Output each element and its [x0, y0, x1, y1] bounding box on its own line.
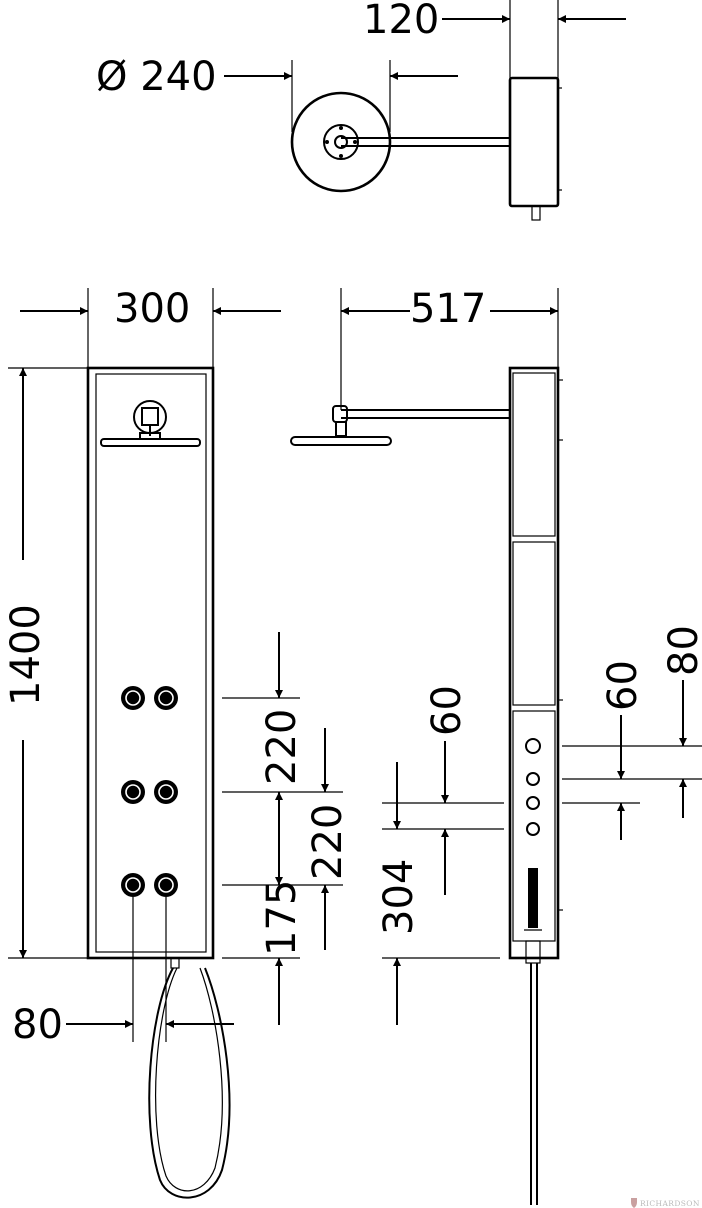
thermostat-controls	[525, 738, 541, 836]
watermark: RICHARDSON	[631, 1198, 700, 1208]
panel-top-view	[508, 76, 560, 208]
dim-hose-offset: 80	[12, 1002, 63, 1048]
dim-control-height: 304	[376, 859, 422, 935]
shower-head-side	[290, 436, 392, 446]
front-view: 300 1400 220 220 175 80	[3, 286, 351, 1199]
dim-head-diameter: Ø 240	[96, 54, 217, 100]
body-jet	[121, 780, 145, 804]
shower-head-front	[100, 438, 201, 447]
side-view: 517 60 80 60 304	[290, 286, 702, 1205]
body-jet	[121, 686, 145, 710]
hand-shower-holder	[528, 868, 538, 928]
control-knob	[525, 738, 541, 754]
control-knob	[526, 822, 540, 836]
dim-control-spacing-b: 80	[661, 625, 702, 676]
panel-side-outline	[508, 366, 560, 960]
dim-control-offset: 60	[424, 685, 470, 736]
shield-icon	[631, 1198, 637, 1208]
control-knob	[526, 772, 540, 786]
control-knob	[526, 796, 540, 810]
dim-panel-height: 1400	[3, 604, 49, 706]
top-view: Ø 240 120	[96, 0, 626, 221]
dim-side-depth: 120	[363, 0, 439, 43]
watermark-text: RICHARDSON	[640, 1199, 700, 1208]
body-jet	[154, 780, 178, 804]
dim-panel-width: 300	[114, 286, 190, 332]
shower-head-top-outline	[290, 91, 392, 193]
dim-jet-spacing-1: 220	[259, 709, 305, 785]
body-jet	[121, 873, 145, 897]
panel-front-outline	[86, 366, 215, 960]
dim-jet-bottom-offset: 175	[259, 880, 305, 956]
body-jets	[121, 686, 178, 897]
body-jet	[154, 686, 178, 710]
dim-jet-spacing-2: 220	[305, 804, 351, 880]
body-jet	[154, 873, 178, 897]
hand-shower-hose	[148, 967, 231, 1199]
dim-control-spacing-a: 60	[600, 660, 646, 711]
dim-arm-reach: 517	[410, 286, 486, 332]
